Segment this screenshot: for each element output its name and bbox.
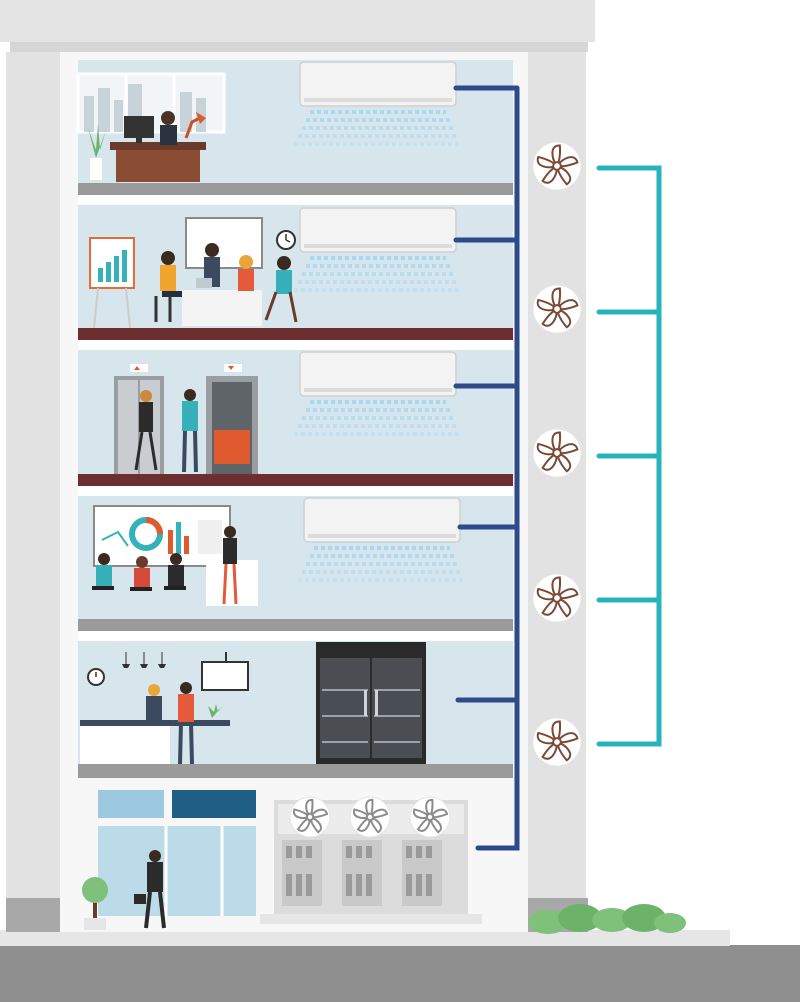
- sidewalk: [0, 930, 730, 946]
- entrance-person: [134, 850, 166, 929]
- plant-icon: [88, 124, 106, 180]
- refrigerant-pipes: [453, 85, 520, 851]
- clock-icon: [276, 230, 296, 250]
- floor-slab-4: [78, 619, 513, 631]
- exhaust-fan-icon-1: [532, 141, 582, 191]
- exhaust-fans: [532, 141, 582, 767]
- floor-slab-2: [78, 328, 513, 340]
- ceiling-gap-4: [78, 631, 513, 641]
- refrigerant-riser: [475, 85, 520, 851]
- floor-ground-entrance: [60, 778, 528, 930]
- ceiling-gap-1: [78, 195, 513, 205]
- condenser-fan-icon-1: [289, 796, 331, 838]
- left-wall-base: [6, 898, 68, 932]
- airflow-4: [298, 546, 466, 582]
- shrubs: [528, 904, 686, 934]
- floor-slab-3: [78, 474, 513, 486]
- tv-screen: [201, 652, 249, 691]
- ac-unit-1: [299, 61, 457, 107]
- ac-unit-3: [299, 351, 457, 397]
- exhaust-fan-icon-3: [532, 428, 582, 478]
- storefront-windows: [98, 790, 256, 916]
- condenser-fan-icon-2: [349, 796, 391, 838]
- reception-counter: [80, 682, 230, 765]
- indoor-ac-units: [294, 61, 466, 582]
- growth-chart-board: [89, 237, 135, 329]
- meeting-table-people: [154, 243, 298, 326]
- left-wall: [6, 52, 60, 932]
- tree-icon: [82, 877, 108, 930]
- floor-slab-5: [78, 764, 513, 778]
- wall-clock-icon: [87, 668, 105, 686]
- condenser-fan-icon-3: [409, 796, 451, 838]
- airflow-2: [294, 256, 462, 292]
- presenter-desk: [206, 560, 258, 606]
- roof-parapet: [0, 0, 595, 42]
- roof-cornice: [10, 42, 588, 52]
- ground-strip: [0, 945, 800, 1002]
- airflow-3: [294, 400, 462, 436]
- floor-slab-1: [78, 183, 513, 195]
- ceiling-gap-3: [78, 486, 513, 496]
- ac-unit-4: [303, 497, 461, 543]
- executive-desk: [110, 111, 206, 182]
- condenser-fans: [289, 796, 451, 838]
- lobby-people: [134, 389, 198, 473]
- exhaust-fan-icon-4: [532, 573, 582, 623]
- right-wall: [528, 52, 586, 932]
- ac-unit-2: [299, 207, 457, 253]
- airflow-1: [294, 110, 462, 146]
- pendant-lamps: [122, 652, 166, 668]
- presentation-people: [92, 526, 238, 605]
- elevator-right-open: [206, 364, 258, 474]
- refrigerated-display-case: [316, 642, 426, 764]
- ceiling-gap-2: [78, 340, 513, 350]
- presentation-board: [93, 505, 231, 567]
- exhaust-fan-icon-5: [532, 717, 582, 767]
- exhaust-fan-icon-2: [532, 284, 582, 334]
- floor-presentation-room: [78, 496, 513, 641]
- floor-reception-cafe: [78, 641, 513, 778]
- ventilation-ducts: [596, 165, 662, 747]
